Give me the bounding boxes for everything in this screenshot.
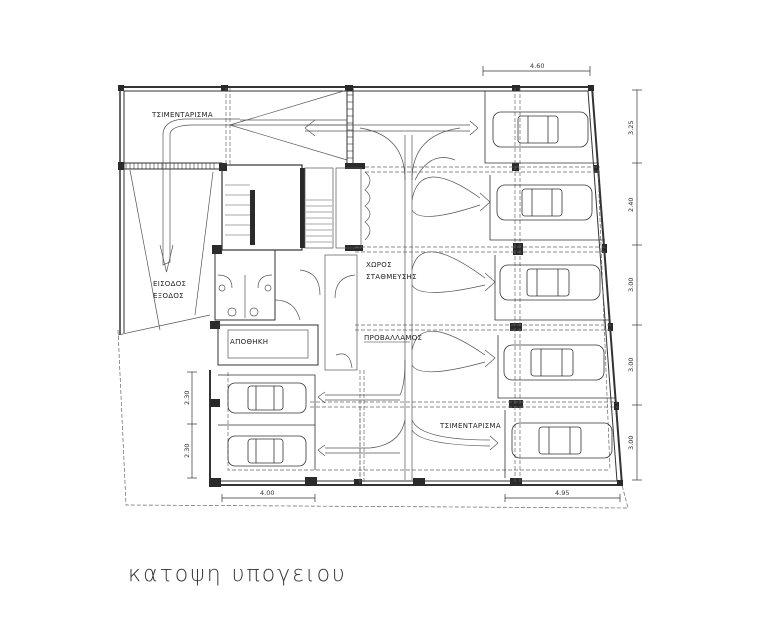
dim-left-1: 2.30: [183, 391, 191, 405]
label-cement-top: ΤΣΙΜΕΝΤΑΡΙΣΜΑ: [151, 111, 213, 119]
storage-room: [217, 324, 319, 366]
dim-bottom-right: 4.95: [555, 489, 569, 497]
label-parking-1: ΧΩΡΟΣ: [366, 261, 392, 269]
beam-lines: [225, 88, 618, 485]
slab-edge: [121, 162, 223, 170]
label-entrance: ΕΙΣΟΔΟΣ: [153, 280, 186, 288]
parked-cars: [218, 91, 615, 478]
dim-right-2: 2.40: [627, 198, 635, 212]
dim-right-3: 3.00: [627, 278, 635, 292]
dim-right-1: 3.25: [627, 121, 635, 135]
traffic-arrows: [304, 119, 499, 480]
dim-bottom-left: 4.00: [260, 489, 274, 497]
ramp: [117, 89, 348, 336]
dim-top: 4.60: [530, 62, 544, 70]
stair-core: [214, 164, 371, 371]
label-cement-bottom: ΤΣΙΜΕΝΤΑΡΙΣΜΑ: [439, 422, 501, 430]
dim-right-5: 3.00: [627, 436, 635, 450]
drawing-title: κατοψη υπογειου: [128, 562, 347, 587]
dim-left-2: 2.30: [183, 444, 191, 458]
dimension-lines: [187, 66, 642, 502]
dim-right-4: 3.00: [627, 358, 635, 372]
label-storage: ΑΠΟΘΗΚΗ: [230, 338, 268, 346]
label-projection: ΠΡΟΒΑΛΛΑΜΟΣ: [364, 334, 422, 342]
hatched-wall: [346, 87, 354, 165]
label-exit: ΕΞΟΔΟΣ: [153, 292, 184, 300]
plot-boundary: [117, 329, 629, 509]
label-parking-2: ΣΤΑΘΜΕΥΣΗΣ: [366, 273, 417, 281]
